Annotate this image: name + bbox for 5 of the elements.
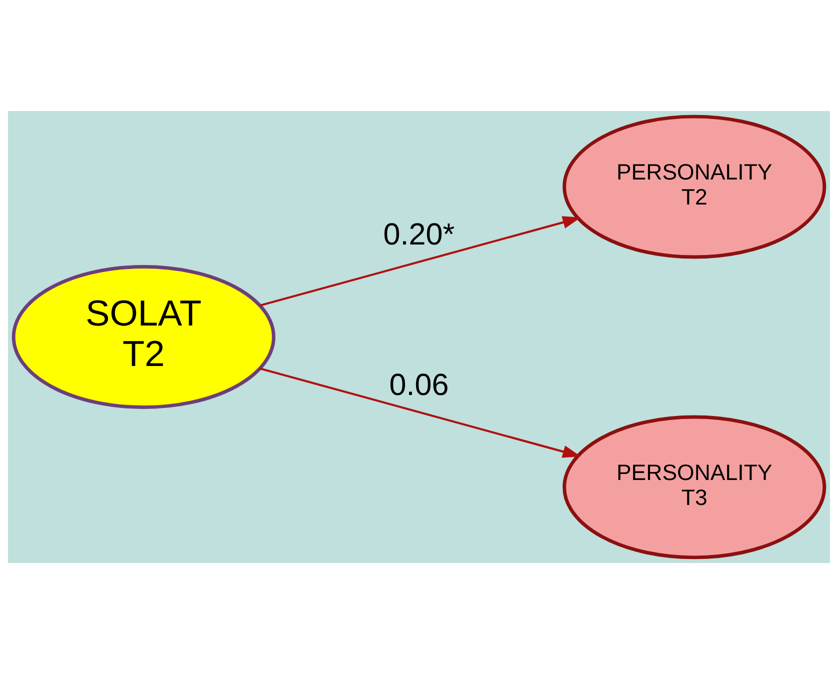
arrow [260,366,581,458]
edge-label: 0.06 [389,367,449,402]
edge-label: 0.20* [383,217,455,252]
node-ellipse: SOLAT T2 [12,264,276,408]
arrow [260,216,581,306]
